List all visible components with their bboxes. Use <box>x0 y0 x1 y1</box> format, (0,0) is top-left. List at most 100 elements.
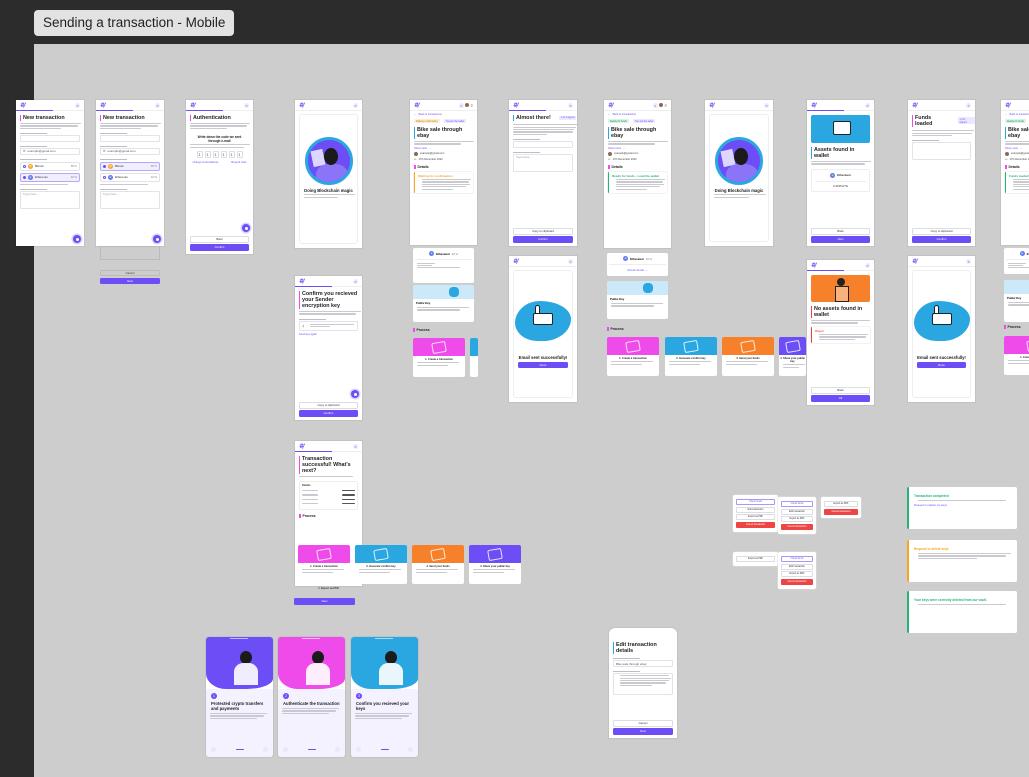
text-input[interactable]: ✉example@gmail.com <box>20 147 80 155</box>
code-digit[interactable]: 1 <box>196 150 203 158</box>
code-digit[interactable]: 1 <box>228 150 235 158</box>
export-item[interactable]: Export as PDF <box>781 571 813 578</box>
avatar[interactable] <box>465 102 470 107</box>
check-funds-item[interactable]: Check funds <box>781 500 813 507</box>
copy-button[interactable]: Copy to clipboard <box>912 228 971 235</box>
prev-button[interactable] <box>283 747 288 752</box>
back-button[interactable]: Back <box>190 236 249 243</box>
edit-item[interactable]: Edit transaction <box>736 506 775 513</box>
close-icon[interactable]: × <box>966 258 971 264</box>
help-fab[interactable] <box>73 235 81 243</box>
edit-item[interactable]: Edit transaction <box>781 508 813 515</box>
description-textarea[interactable] <box>613 673 673 695</box>
text-input[interactable] <box>513 140 573 148</box>
cancel-transaction-item[interactable]: Cancel transaction <box>781 579 813 586</box>
show-more-link[interactable]: Show more ⌄ <box>608 146 626 150</box>
edit-item[interactable]: Edit transaction <box>781 563 813 570</box>
cancel-transaction-item[interactable]: Cancel transaction <box>824 508 858 515</box>
close-icon[interactable]: × <box>764 102 769 108</box>
close-icon[interactable]: × <box>865 262 870 268</box>
textarea[interactable]: Type here... <box>513 153 573 172</box>
textarea[interactable]: Type here... <box>20 191 80 210</box>
help-fab[interactable] <box>351 390 359 398</box>
ok-button[interactable]: Ok <box>811 395 870 402</box>
next-button[interactable]: Next <box>100 277 160 284</box>
confirm-button[interactable]: Confirm <box>190 244 249 251</box>
avatar[interactable] <box>659 102 664 107</box>
next-button[interactable] <box>335 747 340 752</box>
page-indicator[interactable] <box>307 748 316 751</box>
code-digit[interactable]: 1 <box>212 150 219 158</box>
close-icon[interactable]: × <box>353 102 358 108</box>
back-button[interactable]: Back <box>811 228 870 235</box>
notification-icon[interactable]: • <box>458 102 464 108</box>
textarea[interactable] <box>912 142 971 161</box>
cancel-transaction-item[interactable]: Cancel transaction <box>736 522 775 529</box>
close-icon[interactable]: × <box>865 102 870 108</box>
next-button[interactable] <box>263 747 268 752</box>
menu-icon[interactable]: ≡ <box>664 102 667 108</box>
notification-icon[interactable]: • <box>652 102 658 108</box>
show-more-link[interactable]: Show more ⌄ <box>1005 146 1023 150</box>
check-funds-item[interactable]: Check funds <box>736 498 775 505</box>
export-item[interactable]: Export as PDF <box>736 514 775 521</box>
next-button[interactable] <box>408 747 413 752</box>
check-funds-link[interactable]: Check funds → <box>627 267 648 272</box>
copy-button[interactable]: Copy to clipboard <box>299 402 358 409</box>
close-icon[interactable]: × <box>353 278 358 284</box>
text-input[interactable] <box>20 134 80 142</box>
help-fab[interactable] <box>153 235 161 243</box>
prev-button[interactable] <box>356 747 361 752</box>
code-digit[interactable]: 1 <box>220 150 227 158</box>
close-icon[interactable]: × <box>966 102 971 108</box>
confirm-button[interactable]: Confirm <box>912 236 971 243</box>
frame-title[interactable]: Sending a transaction - Mobile <box>34 10 235 36</box>
export-item[interactable]: Export as PDF <box>736 555 775 562</box>
check-funds-item[interactable]: Check funds <box>781 555 813 562</box>
cancel-button[interactable]: Cancel <box>613 720 673 727</box>
confirm-button[interactable]: Confirm <box>299 410 358 417</box>
delete-keys-link[interactable]: Request to delete my keys <box>914 502 947 507</box>
back-button[interactable]: Back <box>811 387 870 394</box>
export-item[interactable]: Export as PDF <box>824 500 858 507</box>
cancel-transaction-item[interactable]: Cancel transaction <box>781 524 813 531</box>
next-button[interactable]: Next <box>811 236 870 243</box>
close-icon[interactable]: × <box>353 443 358 449</box>
close-icon[interactable]: × <box>155 102 160 108</box>
text-input[interactable] <box>100 134 160 142</box>
prev-button[interactable] <box>211 747 216 752</box>
back-link[interactable]: ← Back to transactions <box>608 113 636 116</box>
done-button[interactable]: Done <box>917 361 966 368</box>
code-digit[interactable]: 1 <box>236 150 243 158</box>
key-input[interactable]: ⚷ <box>299 320 358 331</box>
code-digit[interactable]: 1 <box>204 150 211 158</box>
menu-icon[interactable]: ≡ <box>470 102 473 108</box>
copy-button[interactable]: Copy to clipboard <box>513 228 573 235</box>
send-key-again-link[interactable]: Send key again <box>299 332 317 336</box>
show-more-link[interactable]: Show more ⌄ <box>414 146 432 150</box>
next-button[interactable]: Next <box>294 598 355 605</box>
text-input[interactable]: ✉example@gmail.com <box>100 147 160 155</box>
text-input[interactable]: Bike sale through ebay <box>613 660 673 667</box>
close-icon[interactable]: × <box>568 258 573 264</box>
next-button[interactable]: Next <box>613 728 673 735</box>
back-link[interactable]: ← Back to transactions <box>1005 113 1029 116</box>
close-icon[interactable]: × <box>244 102 249 108</box>
export-pdf-button[interactable]: ⇩ Export as PDF <box>317 586 340 590</box>
confirm-button[interactable]: Confirm <box>513 236 573 243</box>
done-button[interactable]: Done <box>518 361 568 368</box>
page-indicator[interactable] <box>235 748 244 751</box>
export-item[interactable]: Export as PDF <box>781 516 813 523</box>
textarea[interactable]: Type here... <box>100 191 160 210</box>
page-indicator[interactable] <box>380 748 389 751</box>
back-link[interactable]: ← Back to transactions <box>414 113 442 116</box>
help-fab[interactable] <box>242 224 250 232</box>
close-icon[interactable]: × <box>75 102 80 108</box>
close-icon[interactable]: × <box>568 102 573 108</box>
cancel-button[interactable]: Cancel <box>100 269 160 276</box>
